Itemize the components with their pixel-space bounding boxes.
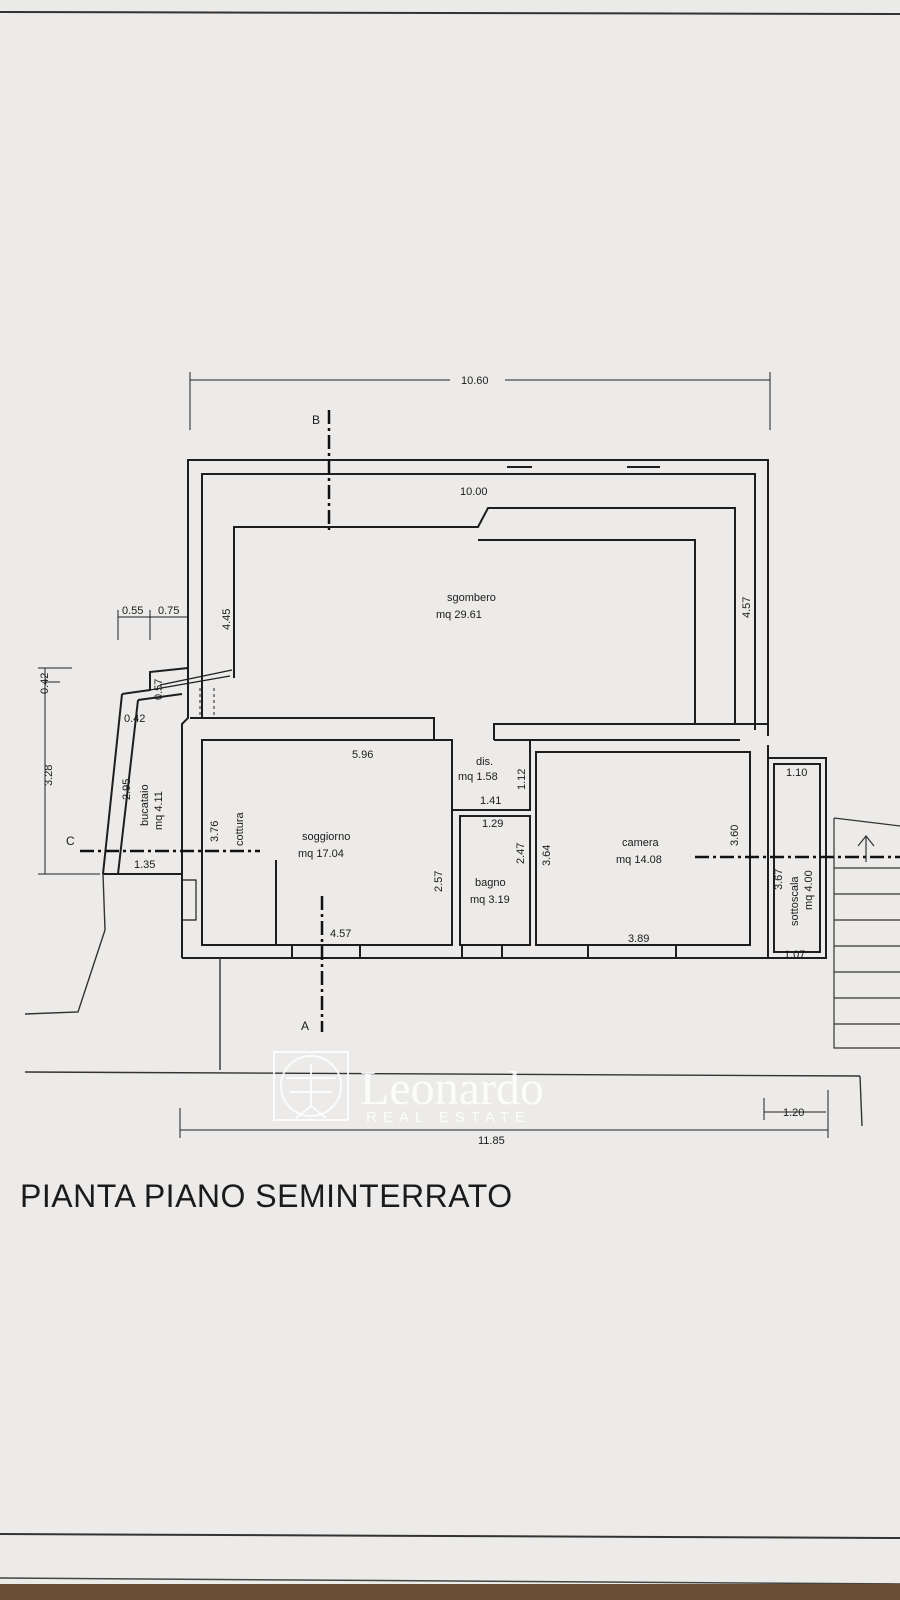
bucataio-diagonal [149, 669, 233, 691]
walls [102, 459, 827, 959]
dim-055: 0.55 [122, 605, 143, 617]
table-edge [0, 1584, 900, 1600]
dim-sgombero-width: 10.00 [460, 486, 488, 498]
dim-sgombero-left: 4.45 [221, 609, 233, 630]
dim-camera-right: 3.60 [729, 825, 741, 846]
watermark-brand: Leonardo [360, 1062, 544, 1115]
terrain-left [24, 873, 106, 1015]
dim-bagno-height: 2.47 [515, 843, 527, 864]
dim-sottoscala-left: 3.67 [773, 869, 785, 890]
sgombero-outline [233, 507, 736, 724]
section-c-label: C [66, 834, 75, 848]
dim-328-line [38, 667, 100, 875]
dim-bottom-line [179, 1090, 829, 1138]
dim-overall-bottom: 11.85 [478, 1135, 505, 1147]
room-soggiorno-area: mq 17.04 [298, 848, 344, 860]
room-soggiorno-name: soggiorno [302, 831, 350, 843]
section-b-label: B [312, 413, 320, 427]
dim-camera-bottom: 3.89 [628, 933, 649, 945]
room-sgombero-name: sgombero [447, 592, 496, 604]
dim-055-075-line [117, 610, 189, 640]
room-bagno-area: mq 3.19 [470, 894, 510, 906]
dim-bagno-width: 1.29 [482, 818, 503, 830]
window-top-2 [627, 459, 660, 475]
vitruvian-man-icon [286, 1064, 336, 1119]
room-bucataio-area: mq 4.11 [153, 791, 165, 830]
left-window [182, 879, 197, 921]
room-sgombero-area: mq 29.61 [436, 609, 482, 621]
dim-057: 0.57 [153, 679, 165, 700]
watermark-tagline: REAL ESTATE [366, 1109, 531, 1126]
outer-wall-upper [187, 459, 769, 736]
window-top-1 [507, 459, 532, 475]
stairs-steps [834, 867, 900, 1025]
window-bottom-3 [587, 944, 677, 959]
room-camera-area: mq 14.08 [616, 854, 662, 866]
watermark: Leonardo REAL ESTATE [273, 1051, 544, 1126]
section-a-label: A [301, 1019, 309, 1033]
dim-sottoscala-bottom: 1.07 [784, 949, 805, 961]
page-title: PIANTA PIANO SEMINTERRATO [20, 1178, 513, 1214]
dim-sgombero-right: 4.57 [741, 597, 753, 618]
ground-line-right [859, 1075, 863, 1127]
dim-soggiorno-width: 5.96 [352, 749, 373, 761]
dim-cottura-height: 3.76 [209, 821, 221, 842]
room-sottoscala-name: sottoscala [789, 876, 801, 926]
dim-135: 1.35 [134, 859, 155, 871]
watermark-logo-box [273, 1051, 349, 1121]
ground-line [24, 1071, 861, 1077]
dim-328: 3.28 [43, 765, 55, 786]
room-bucataio-name: bucataio [139, 784, 151, 826]
room-cottura-name: cottura [234, 811, 246, 846]
dim-120: 1.20 [783, 1107, 804, 1119]
inner-wall-upper [201, 473, 756, 730]
room-dis-area: mq 1.58 [458, 771, 498, 783]
paper [0, 8, 900, 1590]
dimension-lines [38, 372, 829, 1138]
dim-soggiorno-right: 2.57 [433, 871, 445, 892]
dim-dis-height: 1.12 [516, 769, 528, 790]
door-dashed-left [199, 688, 215, 718]
window-bottom-2 [461, 944, 503, 959]
room-bagno-name: bagno [475, 877, 506, 889]
room-camera-name: camera [622, 837, 660, 849]
terrain [24, 873, 863, 1127]
bucataio-walls [102, 667, 189, 875]
dim-soggiorno-bottom: 4.57 [330, 928, 351, 940]
paper-top-border [0, 11, 900, 15]
stairs-outline [833, 817, 900, 1049]
dim-top-line [189, 372, 771, 430]
dim-120-line [763, 1098, 826, 1120]
room-dis-name: dis. [476, 756, 493, 768]
section-lines [80, 410, 900, 1032]
paper-bottom-border-2 [0, 1577, 900, 1585]
watermark-logo-circle [280, 1055, 342, 1117]
dim-075: 0.75 [158, 605, 179, 617]
dim-042-top: 0.42 [39, 673, 51, 694]
dim-camera-left: 3.64 [541, 845, 553, 866]
window-bottom-1 [291, 944, 361, 959]
dim-042: 0.42 [124, 713, 145, 725]
dim-sottoscala-top: 1.10 [786, 767, 807, 779]
paper-bottom-border [0, 1533, 900, 1539]
stairs [833, 817, 900, 1049]
dim-overall-top: 10.60 [461, 375, 489, 387]
dis-outline [451, 740, 531, 811]
dim-dis-width: 1.41 [480, 795, 501, 807]
room-sottoscala-area: mq 4.00 [803, 870, 815, 910]
dim-295: 2.95 [121, 779, 133, 800]
